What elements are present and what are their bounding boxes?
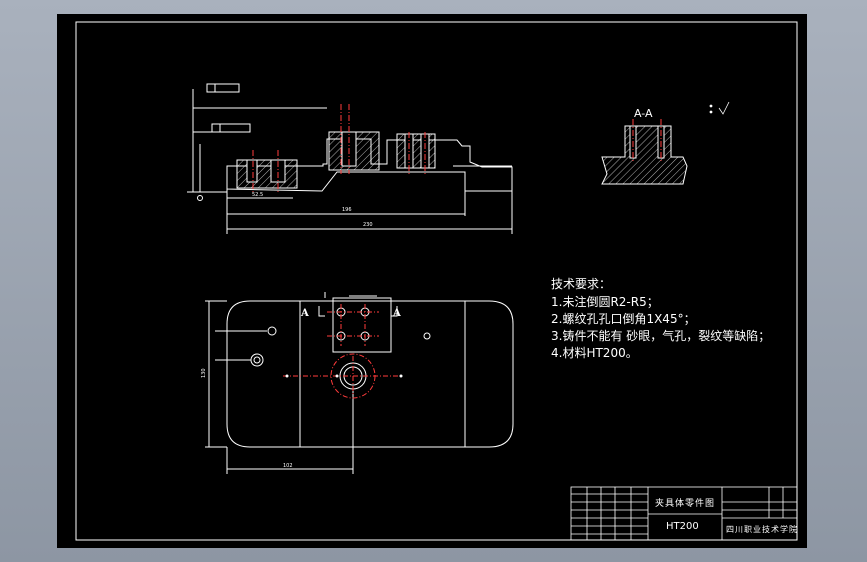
front-inner-length: 196 — [342, 207, 352, 213]
engineering-drawing: 196 230 52.5 A-A — [75, 21, 798, 541]
title-block-organization: 四川职业技术学院 — [726, 525, 798, 534]
requirement-item: 2.螺纹孔孔口倒角1X45°； — [551, 312, 696, 326]
front-overall-length: 230 — [363, 222, 373, 228]
aa-section-view — [601, 125, 688, 185]
plan-view — [205, 292, 514, 474]
front-small-dim: 52.5 — [252, 192, 263, 198]
title-block-part-name: 夹具体零件图 — [655, 499, 716, 509]
requirement-item: 3.铸件不能有 砂眼，气孔，裂纹等缺陷； — [551, 329, 771, 343]
title-block-material: HT200 — [666, 521, 699, 532]
technical-requirements: 技术要求： 1.未注倒圆R2-R5； 2.螺纹孔孔口倒角1X45°； 3.铸件不… — [551, 276, 770, 362]
hatch-left — [236, 159, 298, 189]
drawing-border — [75, 21, 798, 541]
requirement-item: 1.未注倒圆R2-R5； — [551, 295, 659, 309]
requirements-title: 技术要求： — [551, 277, 612, 291]
front-section-view — [187, 83, 513, 234]
requirement-item: 4.材料HT200。 — [551, 346, 638, 360]
cut-mark-right: A — [392, 308, 401, 319]
plan-height-dim: 130 — [201, 368, 207, 378]
title-block — [570, 486, 798, 541]
front-centerlines — [252, 104, 426, 192]
plan-bottom-dim: 102 — [283, 463, 293, 469]
plan-centerlines — [283, 304, 403, 399]
section-aa-label: A-A — [634, 107, 653, 120]
roughness-symbol — [709, 101, 730, 115]
cad-viewport[interactable]: 196 230 52.5 A-A — [57, 14, 807, 548]
cut-mark-left: A — [300, 308, 309, 319]
